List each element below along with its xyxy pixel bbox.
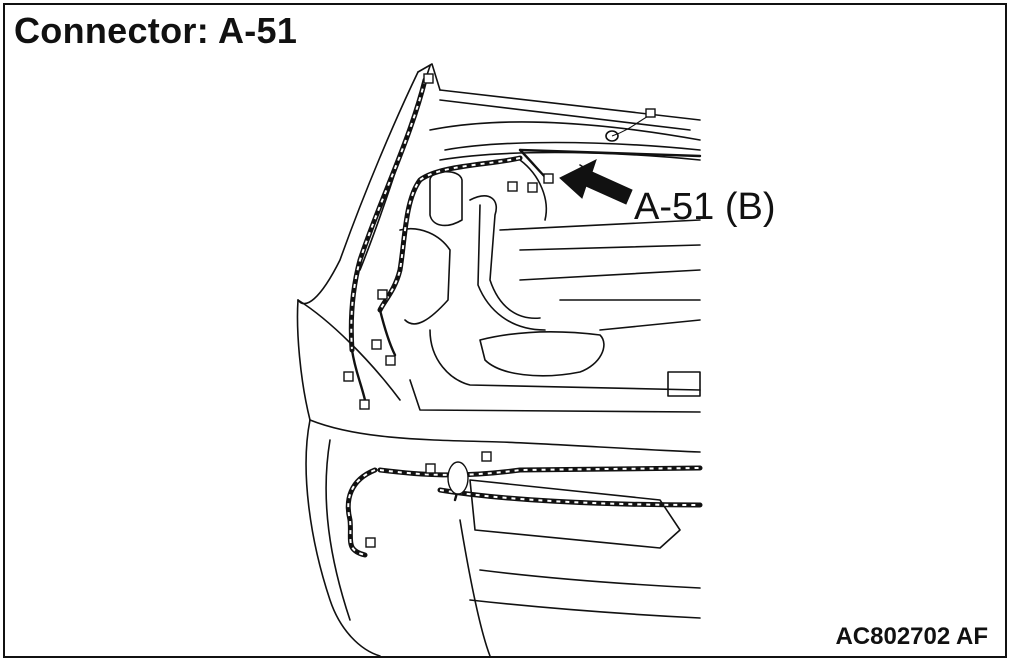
diagram-title: Connector: A-51 [14, 10, 298, 51]
arrow-icon [559, 159, 633, 205]
front-fender [296, 299, 701, 657]
solid-wires [350, 148, 702, 502]
engine-components [399, 159, 701, 413]
connectors [343, 73, 554, 548]
cowl-panel [439, 108, 701, 161]
figure-id: AC802702 AF [835, 623, 988, 650]
diagram-frame [3, 3, 1007, 658]
callout-label: A-51 (B) [634, 186, 776, 228]
